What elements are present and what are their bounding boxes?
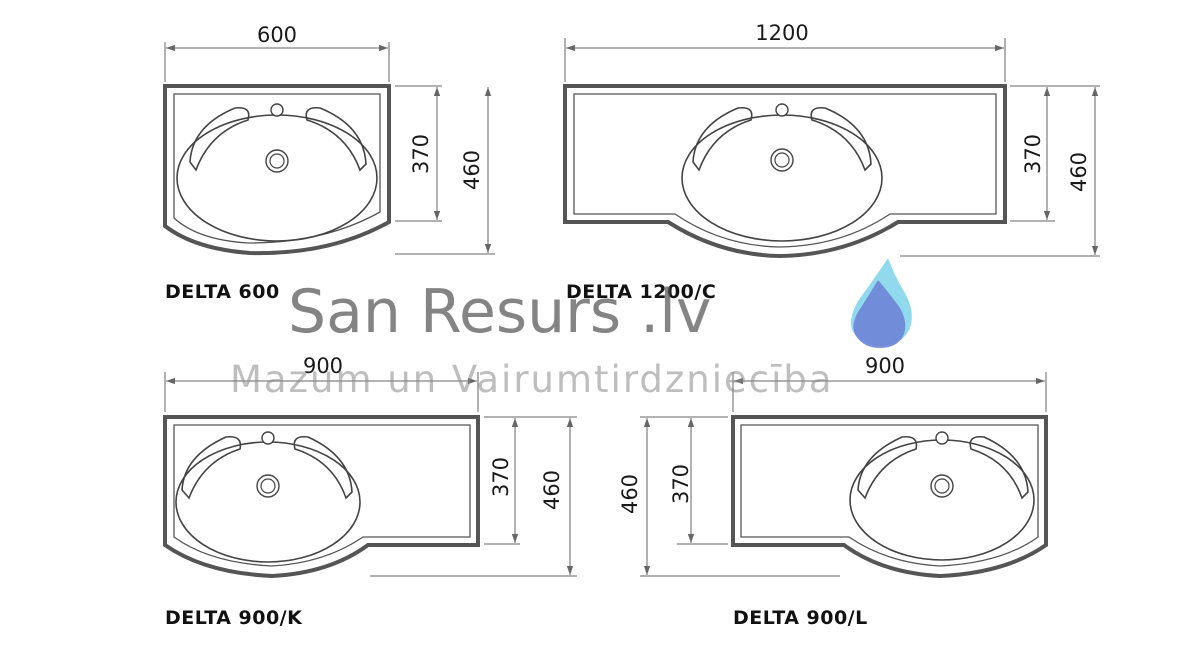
drain-hole bbox=[265, 149, 289, 173]
watermark: San Resurs .lv Mazum un Vairumtirdzniecī… bbox=[230, 258, 912, 401]
dimension-depth: 460 370 bbox=[618, 416, 840, 577]
diagram-delta-1200c: 1200 370 460 DELTA 1200/C bbox=[563, 21, 1100, 303]
drain-hole bbox=[256, 474, 280, 498]
total-depth-value: 460 bbox=[618, 474, 642, 514]
tap-hole bbox=[775, 103, 789, 117]
model-label: DELTA 900/K bbox=[165, 607, 303, 629]
width-value: 900 bbox=[303, 354, 343, 378]
dimension-depth: 370 460 bbox=[395, 85, 495, 255]
inner-depth-value: 370 bbox=[489, 457, 513, 497]
inner-depth-value: 370 bbox=[1021, 134, 1045, 174]
total-depth-value: 460 bbox=[1067, 152, 1091, 192]
dimension-width: 600 bbox=[164, 23, 390, 82]
dimension-width: 900 bbox=[164, 354, 479, 412]
width-value: 1200 bbox=[755, 21, 808, 45]
basin-outline bbox=[163, 415, 480, 579]
diagram-delta-900l: 900 460 370 DELTA 900/L bbox=[618, 354, 1048, 629]
dimension-depth: 370 460 bbox=[900, 85, 1100, 257]
model-label: DELTA 600 bbox=[165, 281, 280, 303]
basin-outline bbox=[563, 84, 1007, 259]
tap-hole bbox=[270, 103, 284, 117]
diagram-delta-900k: 900 370 460 DELTA 900/K bbox=[163, 354, 577, 629]
watermark-subtitle: Mazum un Vairumtirdzniecība bbox=[230, 358, 834, 401]
width-value: 900 bbox=[865, 354, 905, 378]
model-label: DELTA 1200/C bbox=[566, 281, 716, 303]
water-drop-icon bbox=[851, 258, 912, 348]
tap-hole bbox=[261, 431, 275, 445]
inner-depth-value: 370 bbox=[409, 134, 433, 174]
diagram-delta-600: 600 370 460 DELTA 600 bbox=[163, 23, 495, 303]
basin-outline bbox=[163, 84, 391, 256]
dimension-width: 900 bbox=[732, 354, 1047, 412]
total-depth-value: 460 bbox=[540, 470, 564, 510]
total-depth-value: 460 bbox=[460, 150, 484, 190]
tap-hole bbox=[935, 431, 949, 445]
model-label: DELTA 900/L bbox=[733, 607, 868, 629]
width-value: 600 bbox=[257, 23, 297, 47]
dimension-depth: 370 460 bbox=[370, 416, 577, 577]
inner-depth-value: 370 bbox=[669, 464, 693, 504]
drain-hole bbox=[930, 474, 954, 498]
watermark-title: San Resurs .lv bbox=[288, 277, 711, 347]
dimension-width: 1200 bbox=[564, 21, 1006, 82]
basin-outline bbox=[731, 415, 1048, 579]
drain-hole bbox=[770, 148, 794, 172]
